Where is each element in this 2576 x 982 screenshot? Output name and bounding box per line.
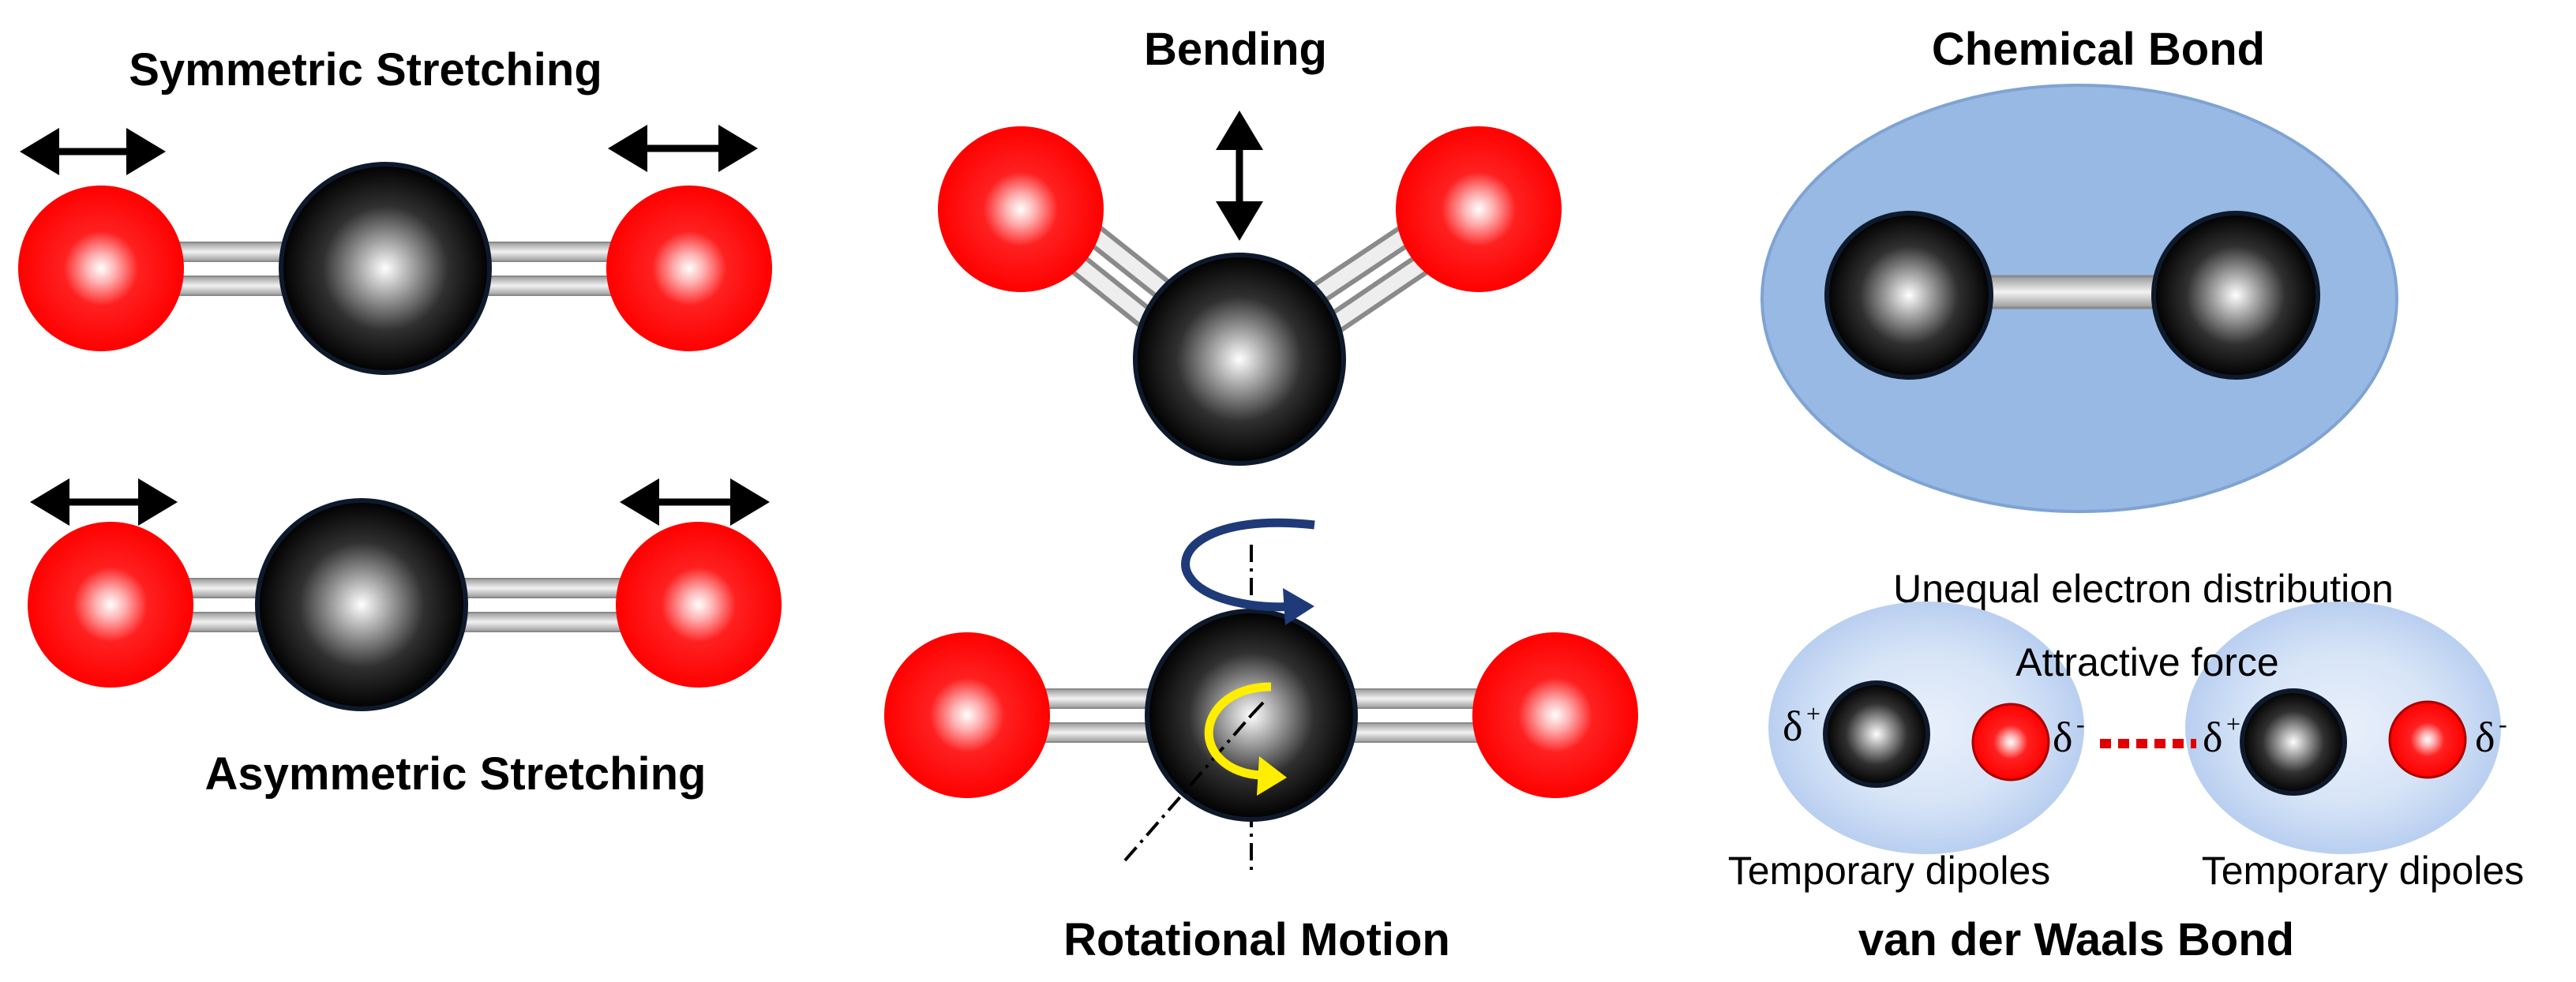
oxygen-atom [938,126,1104,292]
vdw-bond-title: van der Waals Bond [1858,914,2294,965]
delta-minus-label: δ - [2053,710,2085,761]
double-headed-arrow-icon [20,128,166,175]
temporary-dipoles-right-label: Temporary dipoles [2202,849,2525,893]
oxygen-atom [606,186,772,351]
oxygen-atom [884,632,1050,798]
symmetric-stretching-panel: Symmetric Stretching [18,44,772,375]
svg-text:+: + [1806,699,1820,728]
double-bond [473,242,624,296]
carbon-atom [255,498,468,711]
chemical-bond-title: Chemical Bond [1932,24,2265,75]
attractive-force-label: Attractive force [2015,640,2278,684]
double-headed-arrow-icon [30,478,178,526]
atom [2240,688,2347,796]
chemical-bond-panel: Chemical Bond [1760,24,2398,513]
oxygen-atom [28,522,193,688]
oxygen-atom [2388,700,2467,779]
bending-title: Bending [1144,24,1327,75]
carbon-atom [279,162,492,375]
single-bond [1980,275,2180,309]
delta-plus-label: δ + [1783,699,1820,750]
svg-text:-: - [2076,710,2085,738]
symmetric-stretching-title: Symmetric Stretching [129,44,602,96]
svg-text:δ: δ [1783,703,1802,750]
svg-text:-: - [2499,710,2507,738]
oxygen-atom [616,522,782,688]
double-bond [457,578,640,632]
vertical-double-arrow-icon [1216,111,1263,241]
bending-panel: Bending [938,24,1562,466]
vdw-bond-panel: Unequal electron distribution Attractive… [1728,567,2525,965]
oxygen-atom [1971,703,2050,781]
unequal-distribution-label: Unequal electron distribution [1893,567,2394,611]
double-headed-arrow-icon [608,125,758,172]
svg-text:δ: δ [2203,714,2222,761]
oxygen-atom [18,186,184,351]
delta-minus-label: δ - [2475,710,2507,761]
rotation-arrow-icon [1181,518,1315,625]
double-bond [1341,688,1493,743]
double-bond [1041,688,1161,743]
rotational-motion-title: Rotational Motion [1063,914,1450,965]
oxygen-atom [1472,632,1638,798]
temporary-dipoles-left-label: Temporary dipoles [1728,849,2051,893]
carbon-atom [1133,253,1346,466]
asymmetric-stretching-panel: Asymmetric Stretching [28,478,782,800]
asymmetric-stretching-title: Asymmetric Stretching [205,748,707,800]
rotation-arrow-icon [1204,682,1287,796]
svg-text:δ: δ [2475,714,2495,761]
oxygen-atom [1396,126,1562,292]
delta-plus-label: δ + [2203,710,2240,761]
svg-text:δ: δ [2053,714,2072,761]
double-headed-arrow-icon [620,478,770,526]
atom [2151,211,2320,380]
rotational-motion-panel: Rotational Motion [884,518,1638,965]
atom [1824,211,1993,380]
atom [1823,680,1930,788]
svg-text:+: + [2226,710,2240,738]
